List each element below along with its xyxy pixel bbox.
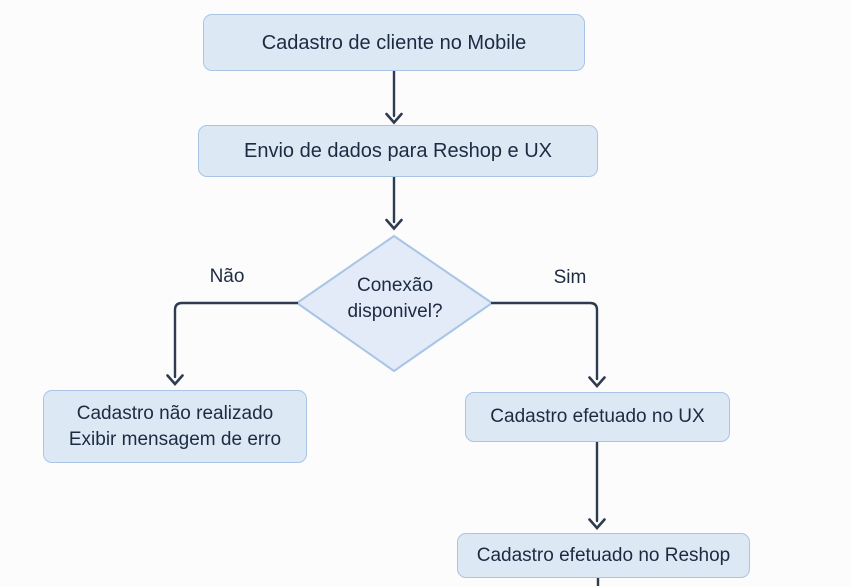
arrowhead-ux-to-reshop [588,518,606,530]
node-ux-done: Cadastro efetuado no UX [465,392,730,442]
node-decision-line1: Conexão [356,275,434,296]
node-no-result-line1: Cadastro não realizado [76,402,274,424]
arrowhead-decision-to-no [166,374,184,386]
decision-diamond-shape [296,235,493,372]
node-no-result: Cadastro não realizado Exibir mensagem d… [43,390,307,463]
node-start: Cadastro de cliente no Mobile [203,14,585,71]
node-start-label: Cadastro de cliente no Mobile [261,31,527,54]
branch-label-yes: Sim [553,267,587,288]
connector-decision-to-yes [490,301,599,381]
node-reshop-done-label: Cadastro efetuado no Reshop [476,544,731,566]
node-send-data-label: Envio de dados para Reshop e UX [244,140,552,162]
arrowhead-send-to-decision [385,218,403,231]
node-decision: Conexão disponivel? [315,273,475,325]
arrowhead-decision-to-yes [588,376,606,388]
node-no-result-line2: Exibir mensagem de erro [68,428,282,450]
node-decision-line2: disponivel? [347,301,443,322]
arrowhead-start-to-send [385,112,403,125]
node-send-data: Envio de dados para Reshop e UX [198,125,598,177]
node-reshop-done: Cadastro efetuado no Reshop [457,533,750,578]
node-ux-done-label: Cadastro efetuado no UX [490,406,705,427]
branch-label-no: Não [209,266,245,287]
connector-decision-to-no [173,301,299,379]
